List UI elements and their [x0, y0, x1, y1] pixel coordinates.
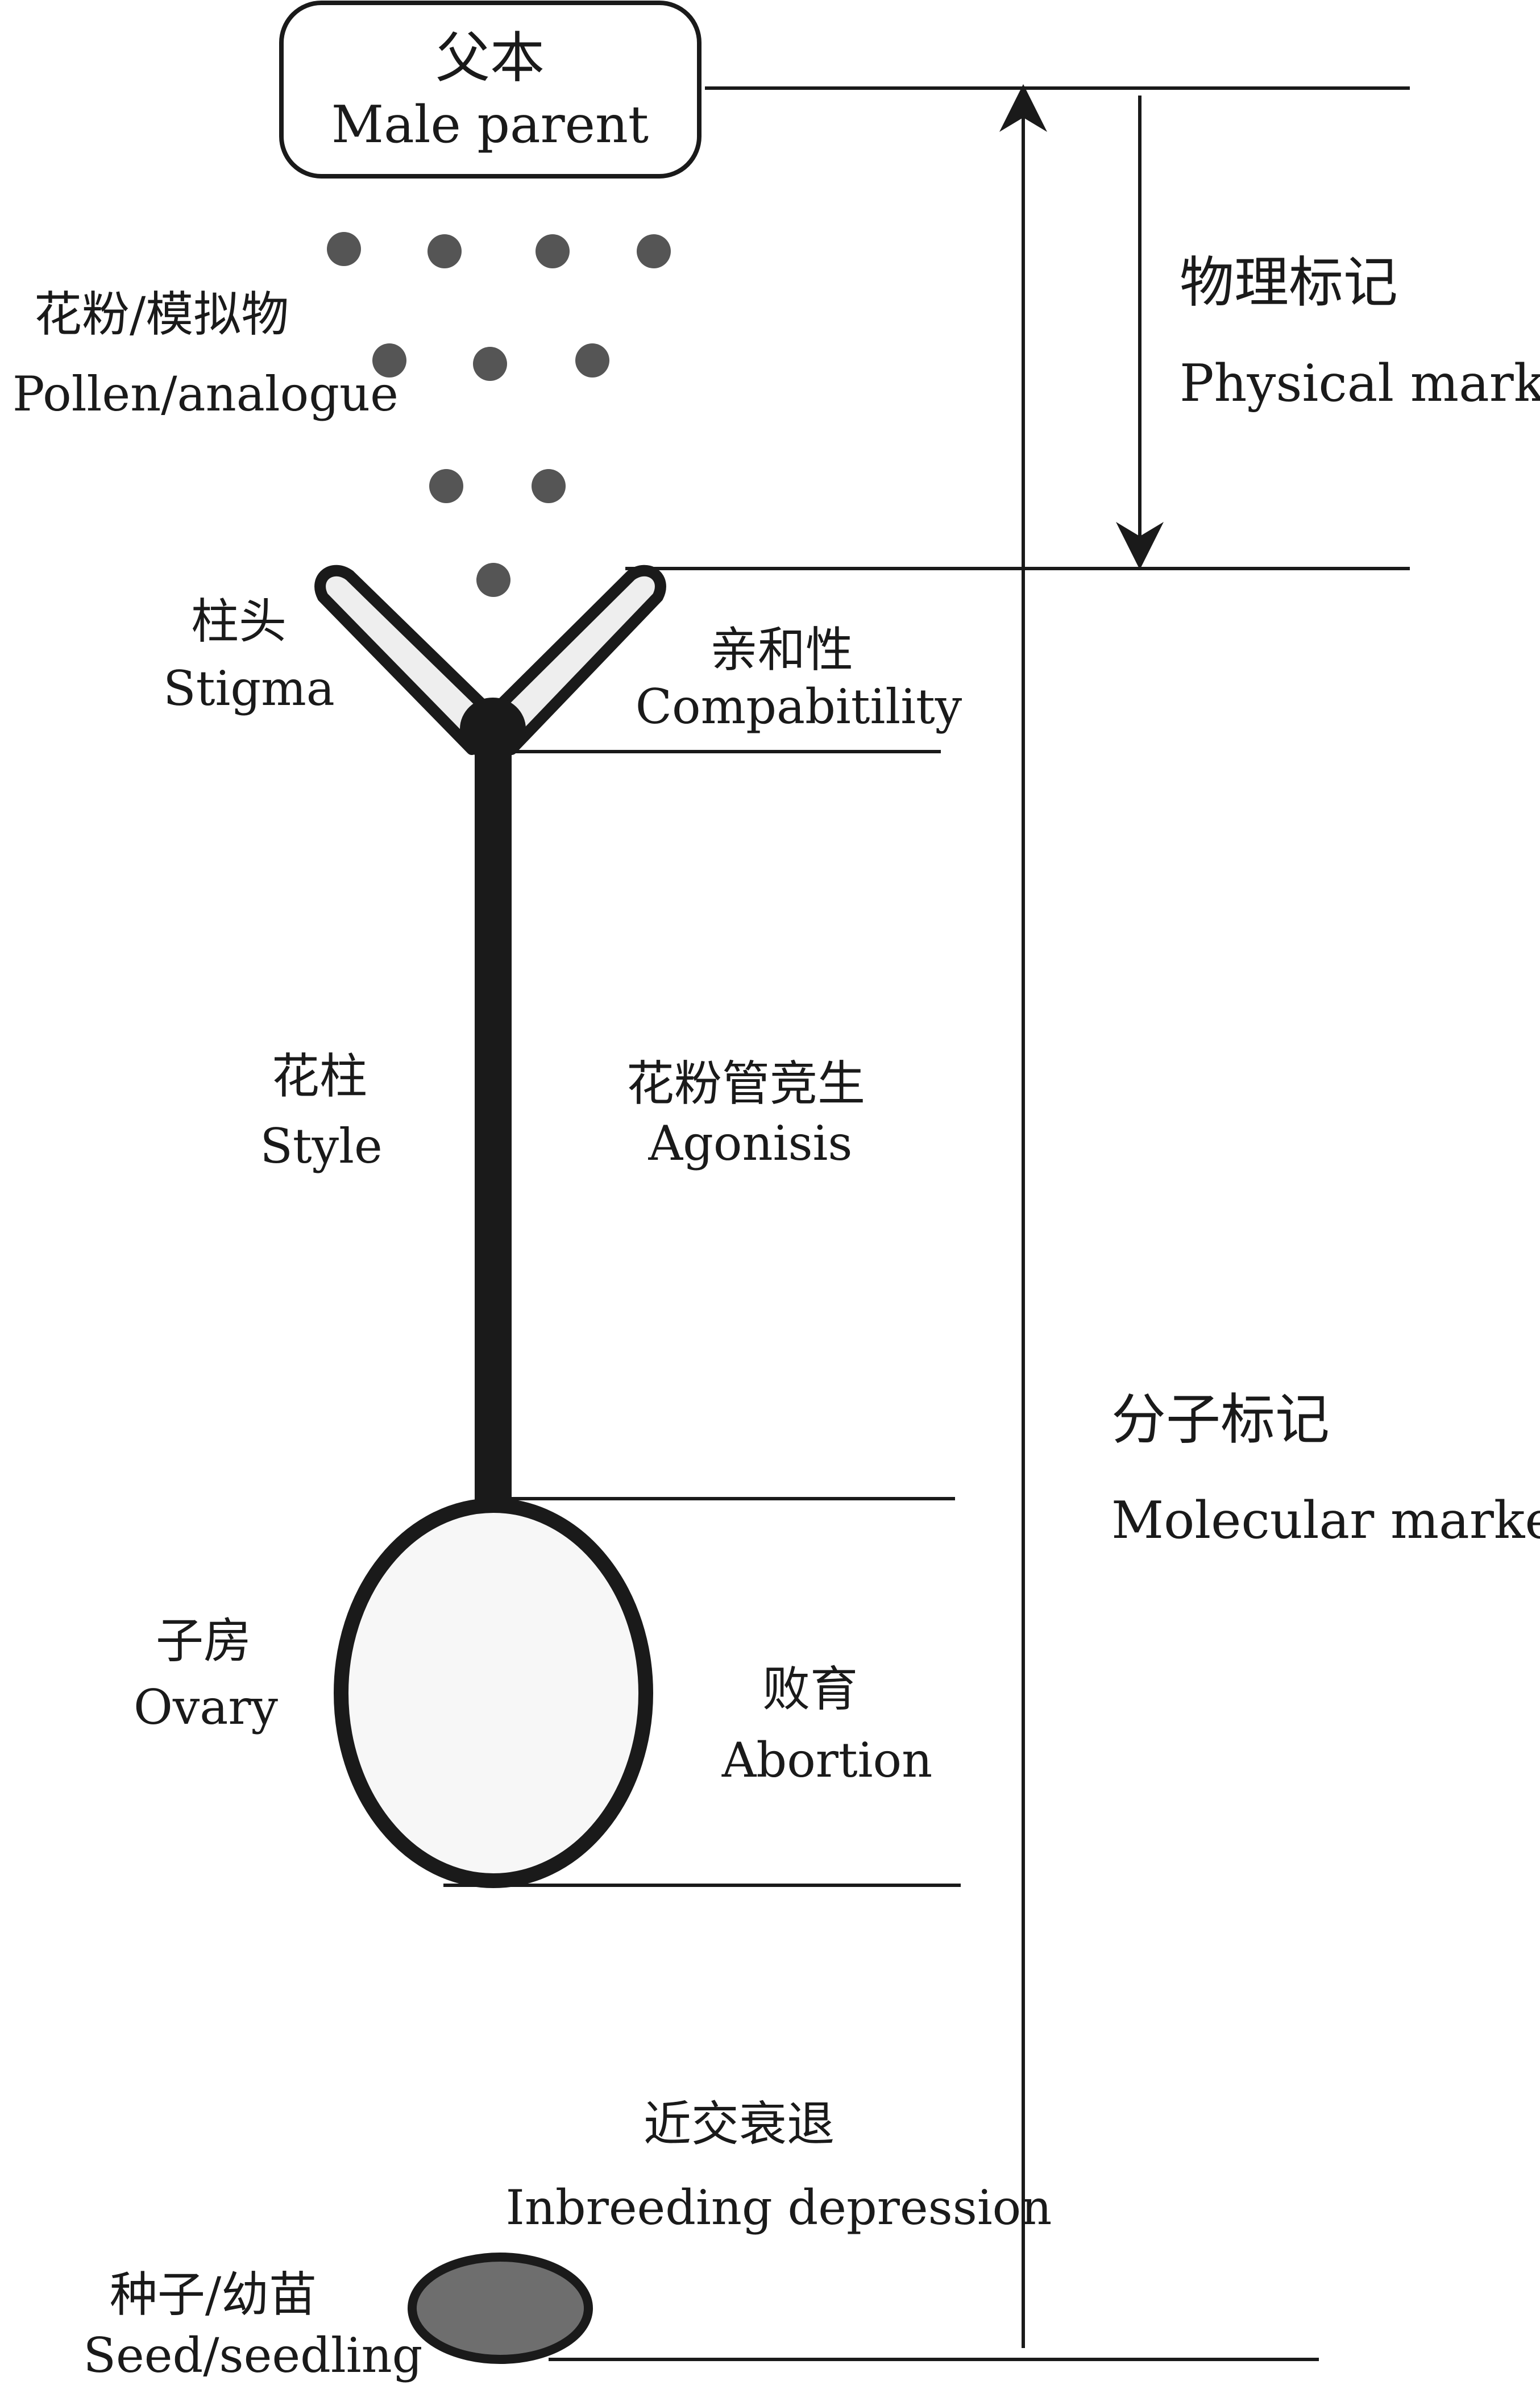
pollen-grain: [427, 234, 462, 268]
pollen-grain: [429, 469, 463, 503]
physical-marker-label-cn: 物理标记: [1180, 251, 1398, 314]
pollen-grain: [637, 234, 671, 268]
pollen-grain: [476, 563, 510, 597]
inbreeding-label-en: Inbreeding depression: [506, 2180, 1052, 2235]
physical-marker-label-en: Physical marker: [1180, 354, 1540, 413]
pollen-label-cn: 花粉/模拟物: [34, 287, 289, 342]
seed-label-cn: 种子/幼苗: [110, 2267, 317, 2322]
ovary-label-cn: 子房: [156, 1613, 251, 1669]
pollen-grain: [327, 232, 361, 266]
inbreeding-label-cn: 近交衰退: [644, 2096, 835, 2152]
molecular-marker-label-cn: 分子标记: [1111, 1388, 1330, 1451]
ovary-label-en: Ovary: [134, 1679, 279, 1735]
compatibility-label-en: Compabitility: [636, 679, 962, 735]
style-label-en: Style: [260, 1118, 382, 1174]
abortion-label-cn: 败育: [762, 1661, 858, 1717]
molecular-marker-label-en: Molecular marker: [1111, 1491, 1540, 1550]
pollen-grain: [575, 343, 609, 378]
seed-label-en: Seed/seedling: [84, 2328, 423, 2383]
style-label-cn: 花柱: [272, 1048, 367, 1104]
pollen-label-en: Pollen/analogue: [13, 366, 399, 422]
stigma-label-cn: 柱头: [191, 594, 287, 649]
abortion-label-en: Abortion: [721, 1732, 932, 1788]
pollen-grain: [372, 343, 406, 378]
pollen-grain: [536, 234, 570, 268]
pollen-grain: [473, 347, 507, 381]
ovary-shape: [334, 1498, 653, 1888]
agonisis-label-cn: 花粉管竞生: [626, 1056, 865, 1111]
male-parent-box: 父本 Male parent: [279, 1, 701, 179]
stigma-label-en: Stigma: [163, 661, 335, 716]
pollen-dots: [327, 232, 671, 597]
compatibility-label-cn: 亲和性: [710, 622, 853, 678]
male-parent-cn: 父本: [435, 26, 545, 90]
stigma-shape: [314, 565, 666, 760]
style-stem: [475, 739, 512, 1509]
male-parent-en: Male parent: [331, 95, 649, 155]
pollen-grain: [532, 469, 566, 503]
seed-shape: [408, 2253, 593, 2364]
agonisis-label-en: Agonisis: [647, 1115, 852, 1171]
